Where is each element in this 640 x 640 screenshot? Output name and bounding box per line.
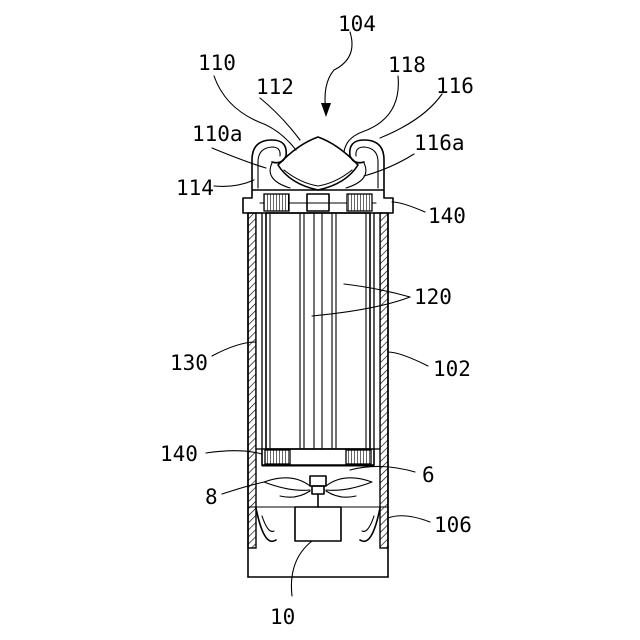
ref-110: 110 [198, 51, 236, 75]
ref-102: 102 [433, 357, 471, 381]
bottom-coil-holders [262, 449, 374, 465]
ref-104: 104 [338, 12, 376, 36]
motor [295, 494, 341, 541]
ref-8: 8 [205, 485, 218, 509]
ref-116a: 116a [414, 131, 465, 155]
ref-114: 114 [176, 176, 214, 200]
fan [262, 466, 374, 497]
ref-110a: 110a [192, 122, 243, 146]
air-inlet-arrow [321, 32, 352, 117]
ref-112: 112 [256, 75, 294, 99]
ref-120: 120 [414, 285, 452, 309]
ref-140-bottom: 140 [160, 442, 198, 466]
air-guide-cap [252, 140, 384, 189]
ref-6: 6 [422, 463, 435, 487]
ref-118: 118 [388, 53, 426, 77]
ref-140-top: 140 [428, 204, 466, 228]
lamp-tube [266, 213, 370, 449]
ref-116: 116 [436, 74, 474, 98]
ref-10: 10 [270, 605, 295, 629]
ref-106: 106 [434, 513, 472, 537]
outer-housing [248, 213, 388, 577]
reference-numerals: 104 110 112 118 116 110a 116a 114 140 12… [160, 12, 474, 629]
ref-130: 130 [170, 351, 208, 375]
leader-lines [206, 76, 442, 596]
inner-sleeve [256, 213, 380, 449]
base-flow-guides [256, 508, 380, 541]
